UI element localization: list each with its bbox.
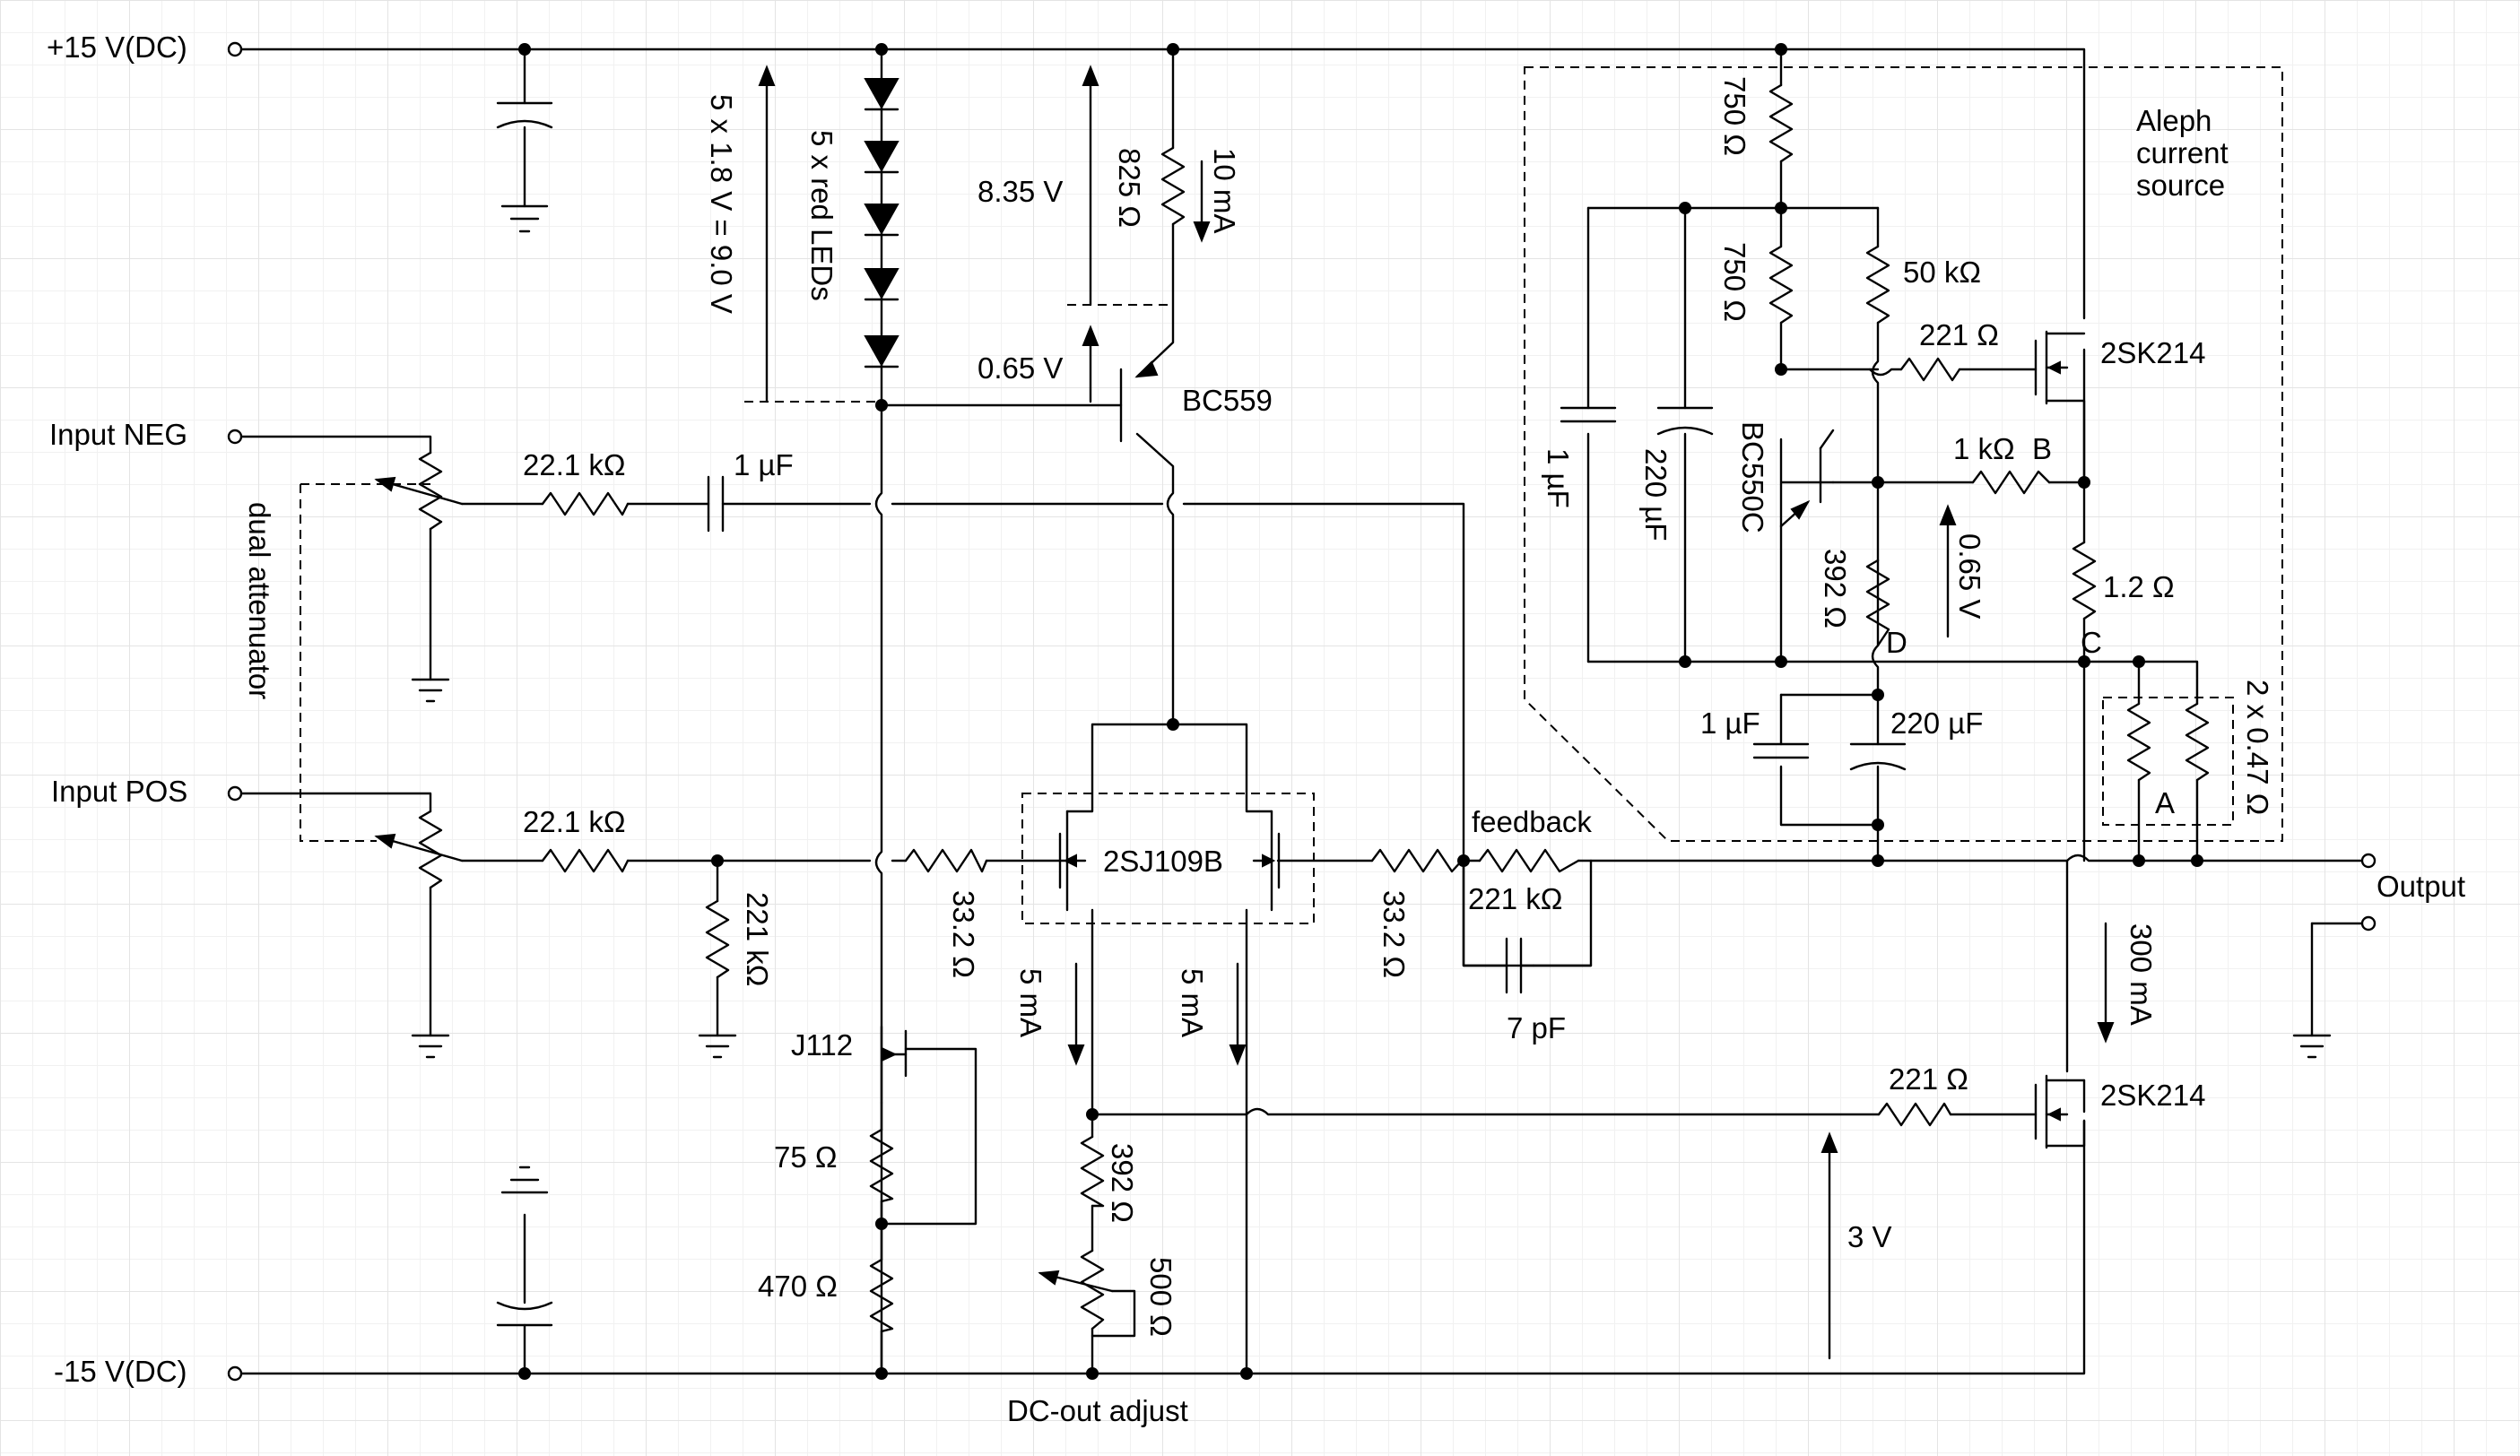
label-bc559: BC559 <box>1182 384 1273 417</box>
label-220uf-lo: 220 µF <box>1890 706 1983 740</box>
label-750-mid: 750 Ω <box>1718 242 1751 322</box>
label-470: 470 Ω <box>758 1270 838 1303</box>
terminal-input-neg <box>227 429 243 445</box>
label-mos-bot: 2SK214 <box>2100 1079 2205 1112</box>
label-33-2-left: 33.2 Ω <box>947 890 980 978</box>
junction-dots <box>518 43 2203 1380</box>
label-22k1-neg: 22.1 kΩ <box>523 448 626 481</box>
label-leds-voltage: 5 x 1.8 V = 9.0 V <box>705 94 738 314</box>
terminal-output <box>2360 853 2377 869</box>
terminal-neg15 <box>227 1365 243 1382</box>
resistor-221k-fb <box>1478 848 1580 873</box>
dashed-outlines <box>300 66 2283 924</box>
label-input-pos: Input POS <box>51 775 187 808</box>
label-1k: 1 kΩ <box>1953 432 2015 465</box>
label-rail-neg: -15 V(DC) <box>54 1355 187 1388</box>
label-750-top: 750 Ω <box>1718 76 1751 156</box>
transistors <box>882 330 2086 1149</box>
label-221-bot: 221 Ω <box>1889 1062 1968 1096</box>
label-825: 825 Ω <box>1113 148 1146 228</box>
resistor-33-2-right <box>1370 848 1464 873</box>
resistor-75 <box>869 1128 894 1203</box>
resistor-22k1-pos <box>541 848 630 873</box>
label-output: Output <box>2377 870 2465 903</box>
resistor-33-2-left <box>904 848 988 873</box>
resistor-221-top <box>1899 357 1961 382</box>
wires <box>236 48 2368 1375</box>
label-0-65v-cs: 0.65 V <box>1953 533 1986 619</box>
resistor-22k1-neg <box>541 491 630 516</box>
label-feedback: feedback <box>1472 805 1592 838</box>
label-221k-in: 221 kΩ <box>741 892 774 986</box>
label-mos-top: 2SK214 <box>2100 336 2205 369</box>
capacitors <box>496 101 1907 1327</box>
terminal-input-pos <box>227 785 243 802</box>
label-3v: 3 V <box>1847 1220 1892 1253</box>
label-aleph-3: source <box>2136 169 2225 202</box>
terminals <box>227 41 2377 1382</box>
label-node-a: A <box>2155 786 2175 819</box>
label-50k: 50 kΩ <box>1903 256 1981 289</box>
label-aleph-1: Aleph <box>2136 104 2212 137</box>
label-392-bot: 392 Ω <box>1106 1143 1139 1223</box>
terminal-output-gnd <box>2360 915 2377 932</box>
label-33-2-right: 33.2 Ω <box>1377 890 1411 978</box>
voltage-current-arrows <box>758 65 2115 1360</box>
label-10ma: 10 mA <box>1208 148 1241 233</box>
pot-wipers <box>374 476 1114 1293</box>
resistor-221-bot <box>1877 1102 1952 1127</box>
label-500: 500 Ω <box>1144 1257 1177 1337</box>
attenuator-pot-pos <box>418 810 443 889</box>
label-j112: J112 <box>791 1028 853 1062</box>
label-221-top: 221 Ω <box>1919 318 1999 351</box>
label-221k-fb: 221 kΩ <box>1468 882 1562 915</box>
label-5ma-left: 5 mA <box>1014 968 1047 1037</box>
resistor-825 <box>1160 146 1186 226</box>
resistor-0-47-b <box>2185 702 2210 782</box>
terminal-pos15 <box>227 41 243 57</box>
resistors <box>418 83 2210 1333</box>
label-node-d: D <box>1886 626 1907 659</box>
label-392-cs: 392 Ω <box>1819 549 1852 628</box>
labels: +15 V(DC) -15 V(DC) Input NEG Input POS … <box>47 30 2465 1427</box>
label-dual-attenuator: dual attenuator <box>243 502 276 699</box>
label-1uf-lo: 1 µF <box>1700 706 1760 740</box>
label-220uf-cs: 220 µF <box>1639 448 1673 541</box>
label-5ma-right: 5 mA <box>1176 968 1209 1037</box>
resistor-750-top <box>1768 83 1794 163</box>
label-047: 2 x 0.47 Ω <box>2241 680 2274 815</box>
label-dc-out: DC-out adjust <box>1007 1394 1188 1427</box>
label-rail-pos: +15 V(DC) <box>47 30 187 64</box>
label-aleph-2: current <box>2136 136 2229 169</box>
label-node-b: B <box>2032 432 2052 465</box>
resistor-392-cs <box>1865 559 1890 647</box>
resistor-500-pot <box>1080 1249 1105 1330</box>
label-75: 75 Ω <box>774 1140 838 1174</box>
resistor-470 <box>869 1258 894 1333</box>
resistor-50k <box>1865 245 1890 325</box>
label-300ma: 300 mA <box>2125 923 2158 1026</box>
label-leds: 5 x red LEDs <box>805 130 839 301</box>
label-8-35v: 8.35 V <box>978 175 1063 208</box>
resistor-221k-in <box>705 899 730 979</box>
resistor-392-bot <box>1080 1135 1105 1208</box>
resistor-750-mid <box>1768 245 1794 325</box>
attenuator-pot-neg <box>418 451 443 531</box>
resistor-1k <box>1971 470 2051 495</box>
label-node-c: C <box>2081 626 2102 659</box>
label-bc550c: BC550C <box>1736 421 1769 533</box>
label-0-65v-top: 0.65 V <box>978 351 1063 385</box>
label-input-neg: Input NEG <box>49 418 187 451</box>
led-string <box>864 78 899 368</box>
label-2sj109b: 2SJ109B <box>1103 845 1223 878</box>
label-1uf-in: 1 µF <box>734 448 794 481</box>
resistor-1-2 <box>2072 541 2097 620</box>
label-7pf: 7 pF <box>1507 1011 1566 1044</box>
resistor-0-47-a <box>2126 702 2151 782</box>
label-1uf-cs: 1 µF <box>1542 448 1575 508</box>
label-1-2: 1.2 Ω <box>2103 570 2175 603</box>
label-22k1-pos: 22.1 kΩ <box>523 805 626 838</box>
